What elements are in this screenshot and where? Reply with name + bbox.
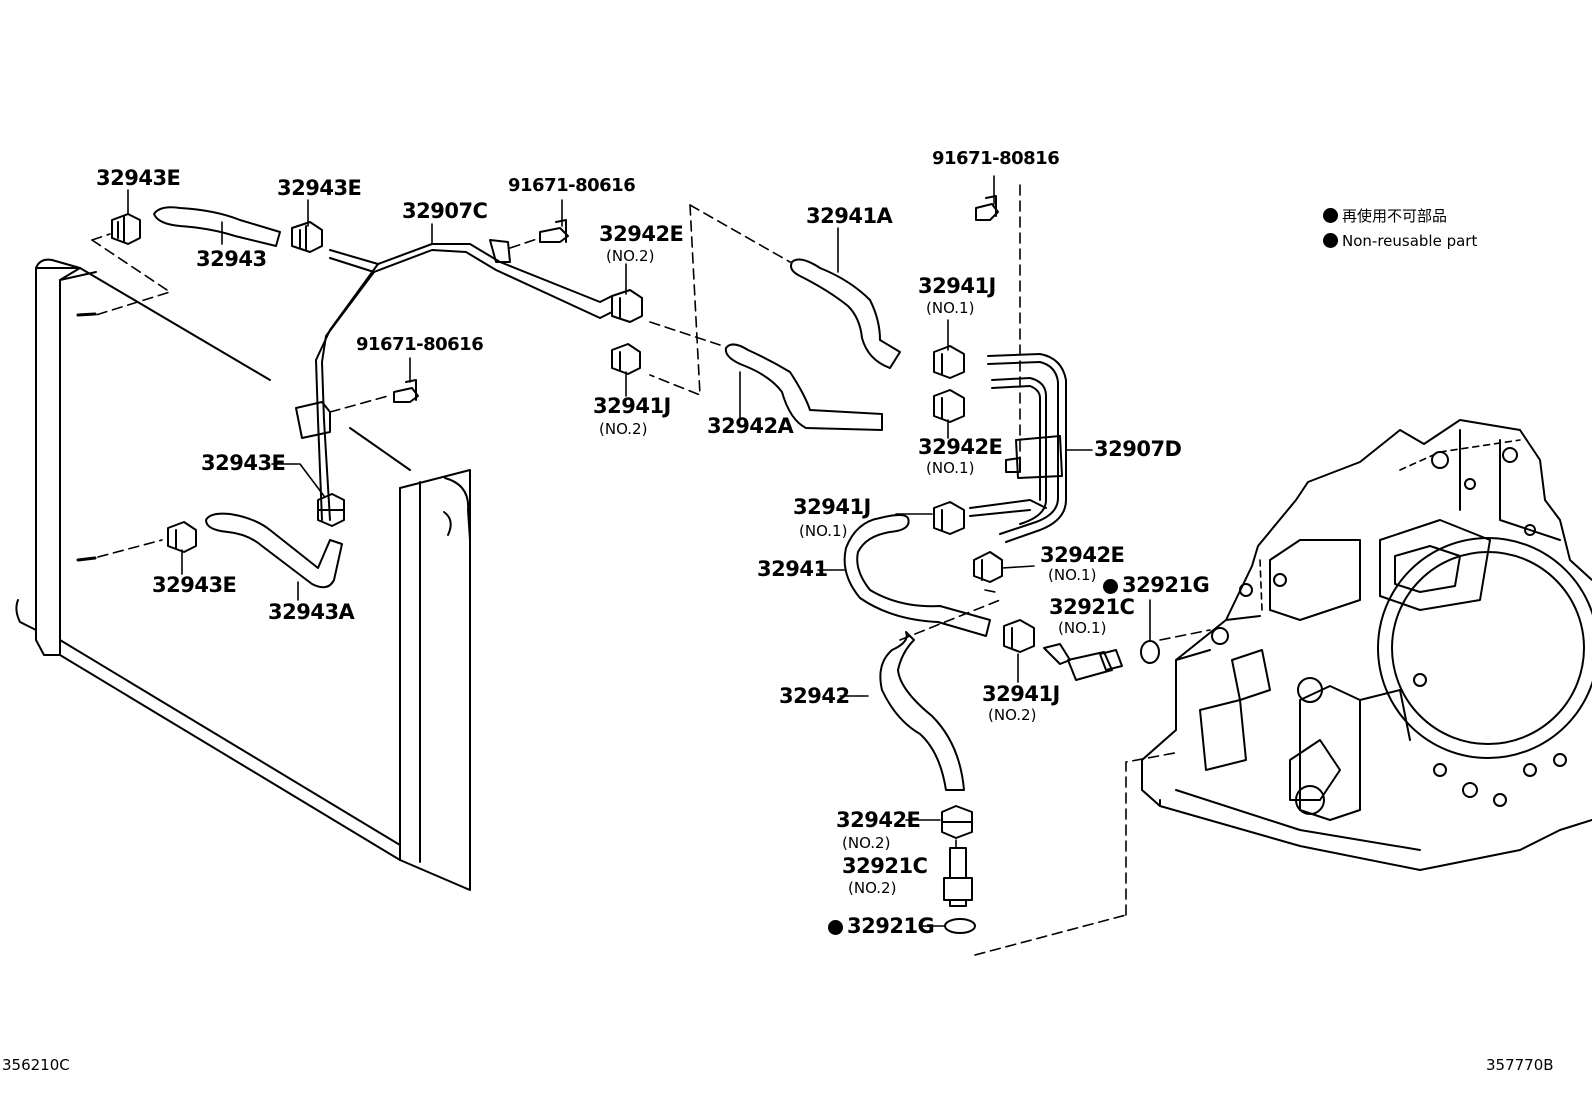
label-32942e-no2-top: 32942E — [599, 222, 684, 246]
label-32941a: 32941A — [806, 204, 893, 228]
label-32943e-top-left: 32943E — [96, 166, 181, 190]
clamp-32941j-no2-low — [1003, 619, 1035, 653]
label-32921g-right-text: 32921G — [1122, 573, 1210, 597]
clamp-32942e-no2-top — [611, 289, 643, 323]
footer-code-left: 356210C — [2, 1056, 70, 1074]
hose-32941a — [790, 258, 901, 369]
clamp-32943e-top-left — [111, 213, 141, 245]
clamp-32943e-top-right — [291, 221, 323, 253]
label-32943e-left-lower: 32943E — [152, 573, 237, 597]
hose-32941 — [843, 514, 991, 637]
label-32943: 32943 — [196, 247, 267, 271]
sublabel-no2-low: (NO.2) — [988, 706, 1037, 724]
transmission-hidden-edges — [1259, 439, 1521, 611]
transmission-housing — [1141, 419, 1592, 871]
sublabel-no2-union: (NO.2) — [848, 879, 897, 897]
sublabel-no2-top: (NO.2) — [606, 247, 655, 265]
non-reusable-marker-icon — [1323, 208, 1338, 223]
sublabel-no2-lower: (NO.2) — [842, 834, 891, 852]
non-reusable-marker-icon — [828, 920, 843, 935]
label-32941j-no2-top: 32941J — [593, 394, 671, 418]
sublabel-no1-upper: (NO.1) — [926, 459, 975, 477]
label-91671-80616-mid: 91671-80616 — [356, 334, 484, 355]
label-32943e-top-right: 32943E — [277, 176, 362, 200]
sublabel-no2-mid: (NO.2) — [599, 420, 648, 438]
sublabel-no1-top: (NO.1) — [926, 299, 975, 317]
label-32921c-no2: 32921C — [842, 854, 928, 878]
sublabel-no1-right: (NO.1) — [1048, 566, 1097, 584]
clamp-32943e-mid — [317, 493, 345, 527]
clamp-32942e-no1-mid — [973, 551, 1003, 583]
bolt-91671-80616-top — [539, 219, 569, 243]
legend-english: Non-reusable part — [1323, 233, 1477, 249]
label-32921g-low-text: 32921G — [847, 914, 935, 938]
pipe-stub-mid — [969, 499, 1047, 517]
sublabel-no1-union: (NO.1) — [1058, 619, 1107, 637]
non-reusable-marker-icon — [1323, 233, 1338, 248]
clamp-32943e-left-lower — [167, 521, 197, 553]
hose-32943a — [205, 512, 343, 589]
label-32921g-low: 32921G — [828, 914, 935, 938]
clamp-32941j-no2-top — [611, 343, 641, 375]
label-32907d: 32907D — [1094, 437, 1182, 461]
union-32921c-no2 — [943, 847, 973, 907]
label-91671-80816: 91671-80816 — [932, 148, 1060, 169]
hose-32942a — [724, 343, 883, 431]
label-32942a: 32942A — [707, 414, 794, 438]
leader-lines — [127, 175, 1151, 927]
legend-japanese: 再使用不可部品 — [1323, 208, 1447, 224]
radiator-outline — [15, 258, 471, 891]
legend-english-text: Non-reusable part — [1342, 232, 1478, 250]
clamp-32941j-no1-top — [933, 345, 965, 379]
clamp-32942e-no1-top — [933, 389, 965, 423]
label-32941j-no1-top: 32941J — [918, 274, 996, 298]
label-32921g-right: 32921G — [1103, 573, 1210, 597]
label-32943a: 32943A — [268, 600, 355, 624]
pipe-32907d — [987, 353, 1067, 543]
footer-code-right: 357770B — [1486, 1056, 1554, 1074]
label-32942e-no1-mid: 32942E — [1040, 543, 1125, 567]
label-32907c: 32907C — [402, 199, 488, 223]
label-91671-80616-top: 91671-80616 — [508, 175, 636, 196]
label-32942: 32942 — [779, 684, 850, 708]
label-32941: 32941 — [757, 557, 828, 581]
label-32942e-no1-top: 32942E — [918, 435, 1003, 459]
non-reusable-marker-icon — [1103, 579, 1118, 594]
sublabel-no1-mid: (NO.1) — [799, 522, 848, 540]
label-32941j-no2-low: 32941J — [982, 682, 1060, 706]
bolt-91671-80816 — [975, 195, 999, 221]
pipe-32907c — [295, 239, 613, 521]
label-32921c-no1: 32921C — [1049, 595, 1135, 619]
legend-japanese-text: 再使用不可部品 — [1342, 207, 1448, 225]
bolt-91671-80616-mid — [393, 379, 419, 403]
oring-32921g-low — [944, 918, 976, 934]
label-32942e-no2-low: 32942E — [836, 808, 921, 832]
dashed-leaders — [91, 184, 1211, 956]
union-32921c-no1 — [1043, 643, 1123, 681]
oring-32921g-right — [1140, 640, 1160, 664]
clamp-32942e-no2-low — [941, 805, 973, 839]
hose-32943 — [153, 206, 281, 247]
hose-32942 — [879, 631, 965, 791]
label-32943e-mid: 32943E — [201, 451, 286, 475]
clamp-32941j-no1-mid — [933, 501, 965, 535]
label-32941j-no1-mid: 32941J — [793, 495, 871, 519]
